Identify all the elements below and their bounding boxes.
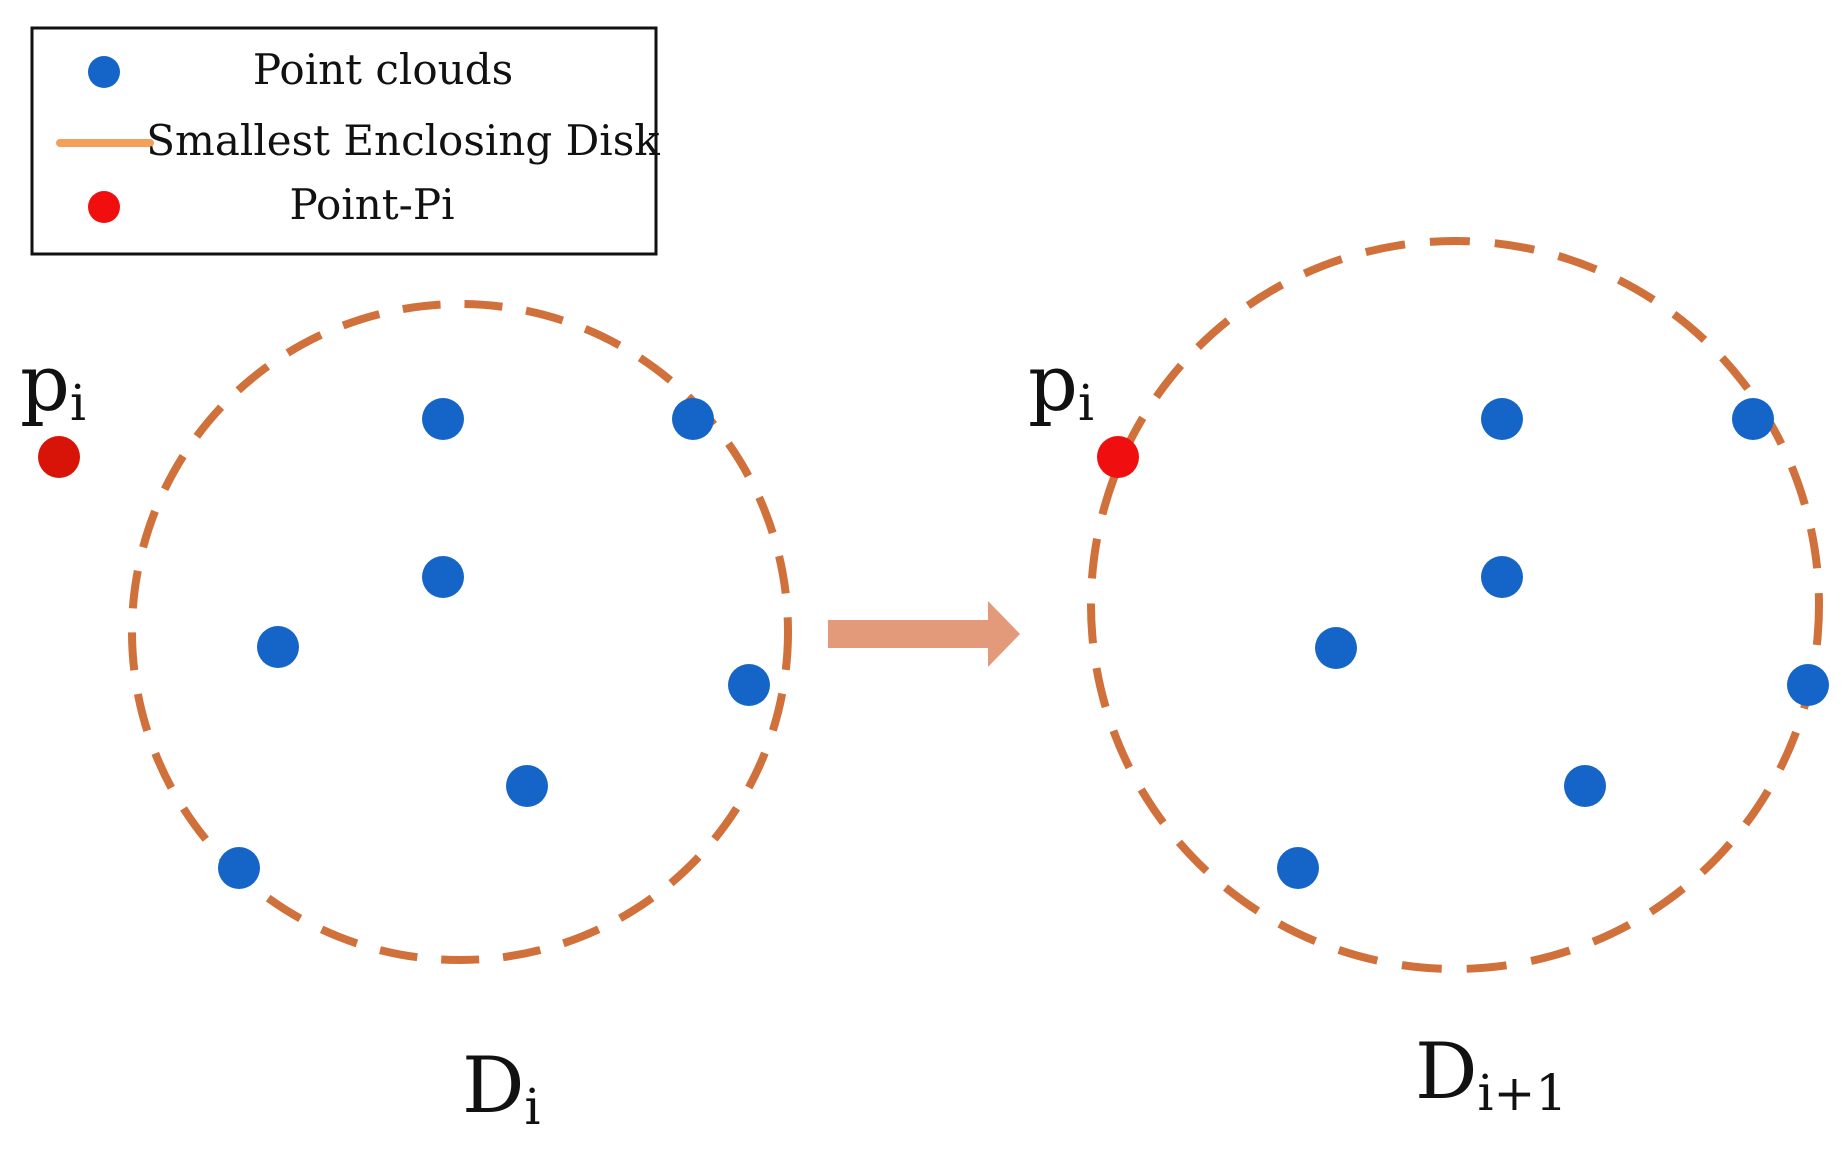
label-pi-left: pi	[20, 339, 86, 432]
legend-point-pi-marker	[88, 191, 120, 223]
right-arrow	[828, 601, 1020, 667]
disk-di	[128, 300, 792, 964]
point-cloud-point	[218, 847, 260, 889]
legend: Point clouds Smallest Enclosing Disk Poi…	[30, 26, 660, 256]
legend-disk-label: Smallest Enclosing Disk	[146, 116, 660, 165]
point-cloud-point	[1277, 847, 1319, 889]
legend-point-cloud-marker	[88, 56, 120, 88]
left-panel: pi Di	[20, 300, 792, 1136]
transition-arrow	[828, 601, 1020, 667]
point-cloud-point	[1481, 398, 1523, 440]
legend-point-cloud-label: Point clouds	[253, 45, 513, 94]
label-di-plus-1: Di+1	[1415, 1027, 1567, 1122]
point-cloud-point	[1787, 664, 1829, 706]
point-cloud-point	[1481, 556, 1523, 598]
label-di: Di	[462, 1041, 541, 1136]
right-panel: pi Di+1	[1028, 237, 1829, 1122]
point-cloud-point	[672, 398, 714, 440]
label-pi-right: pi	[1028, 339, 1094, 432]
disk-di-plus-1	[1087, 237, 1823, 973]
point-cloud-point	[422, 398, 464, 440]
point-pi-left	[38, 436, 80, 478]
point-cloud-point	[1315, 627, 1357, 669]
legend-point-pi-label: Point-Pi	[289, 180, 454, 229]
point-cloud-point	[1564, 765, 1606, 807]
point-pi-right	[1097, 436, 1139, 478]
point-cloud-point	[257, 626, 299, 668]
point-cloud-point	[506, 765, 548, 807]
point-cloud-point	[1732, 398, 1774, 440]
point-cloud-point	[422, 556, 464, 598]
point-cloud-point	[728, 664, 770, 706]
